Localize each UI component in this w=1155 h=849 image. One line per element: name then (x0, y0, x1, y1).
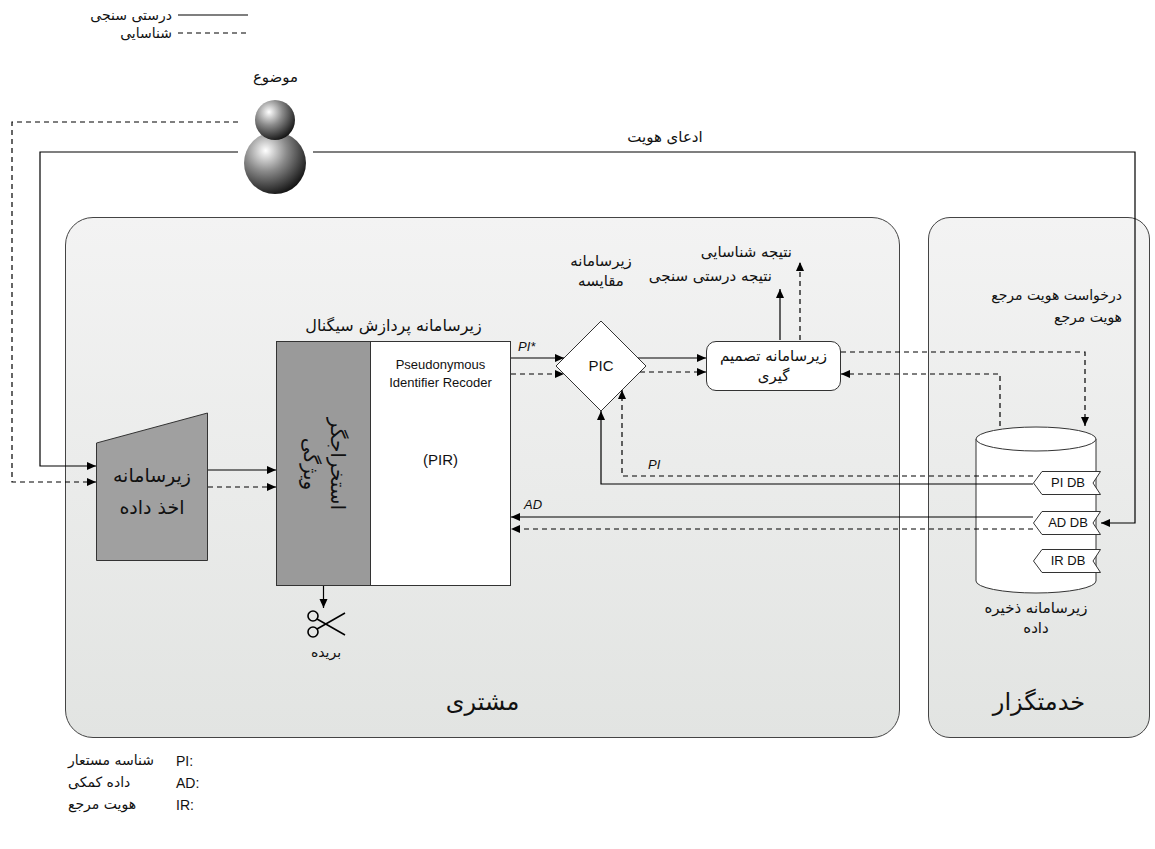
client-region: مشتری زیرسامانه اخذ داده زیرسامانه پردازش … (65, 217, 900, 738)
subject-figure: موضوع (238, 65, 313, 200)
subsystem-title: زیرسامانه پردازش سیگنال (271, 315, 516, 337)
box-description: Pseudonymous Identifier Recoder (377, 356, 504, 392)
legend-solid-sample (178, 14, 248, 15)
legend-dashed-sample (178, 32, 248, 33)
comparison-diamond: زیرسامانه مقایسه PIC (551, 251, 651, 411)
database-label: AD DB (1041, 511, 1095, 535)
edge-label: درخواست هویت مرجع (991, 286, 1122, 305)
legend-text: درستی سنجی (90, 5, 172, 25)
scissors-symbol: بریده (301, 608, 351, 670)
region-title: خدمتگزار (929, 687, 1149, 717)
subject-label: موضوع (238, 67, 313, 87)
database-label: IR DB (1041, 549, 1095, 573)
diamond-label: PIC (551, 321, 651, 411)
subsystem-title: زیرسامانه اخذ داده (98, 459, 206, 523)
symbol-caption: بریده (301, 642, 351, 662)
vertical-title: استخراجگر ویژگی (297, 399, 351, 529)
edge-label: AD (524, 497, 542, 513)
scissors-icon (301, 608, 351, 640)
database-tag: AD DB (1033, 511, 1101, 535)
abbreviation-key: شناسه مستعار (68, 750, 154, 770)
edge-label: PI* (518, 339, 535, 355)
abbreviation-key: داده کمکی (68, 772, 130, 792)
pir-box: Pseudonymous Identifier Recoder (PIR) (370, 341, 511, 586)
edge-label: ادعای هویت (600, 128, 730, 147)
acquisition-trapezoid: زیرسامانه اخذ داده (96, 411, 208, 561)
legend-text: شناسایی (120, 23, 172, 43)
abbreviation-key: PI: (176, 752, 193, 770)
edge-label: PI (648, 457, 660, 473)
box-acronym: (PIR) (371, 450, 510, 470)
decision-title: زیرسامانه تصمیم گیری (711, 346, 836, 386)
signal-processing-group: زیرسامانه پردازش سیگنال استخراجگر ویژگی Ps… (271, 313, 516, 589)
storage-cylinder: زیرسامانه ذخیره داده PI DB AD DB IR DB (971, 426, 1101, 648)
storage-title: زیرسامانه ذخیره داده (971, 598, 1101, 638)
abbreviation-key: IR: (176, 796, 194, 814)
abbreviation-key: AD: (176, 774, 199, 792)
output-label: نتیجه درستی سنجی (649, 267, 772, 286)
database-tag: PI DB (1033, 471, 1101, 495)
output-label: نتیجه شناسایی (701, 243, 792, 262)
feature-extractor-box: استخراجگر ویژگی (276, 341, 371, 586)
subsystem-title: زیرسامانه مقایسه (551, 251, 651, 291)
edge-label: هویت مرجع (1054, 308, 1122, 327)
person-figure (238, 95, 313, 200)
database-label: PI DB (1041, 471, 1095, 495)
database-tag: IR DB (1033, 549, 1101, 573)
abbreviation-key: هویت مرجع (68, 794, 136, 814)
decision-box: زیرسامانه تصمیم گیری (706, 341, 841, 391)
region-title: مشتری (66, 687, 899, 717)
